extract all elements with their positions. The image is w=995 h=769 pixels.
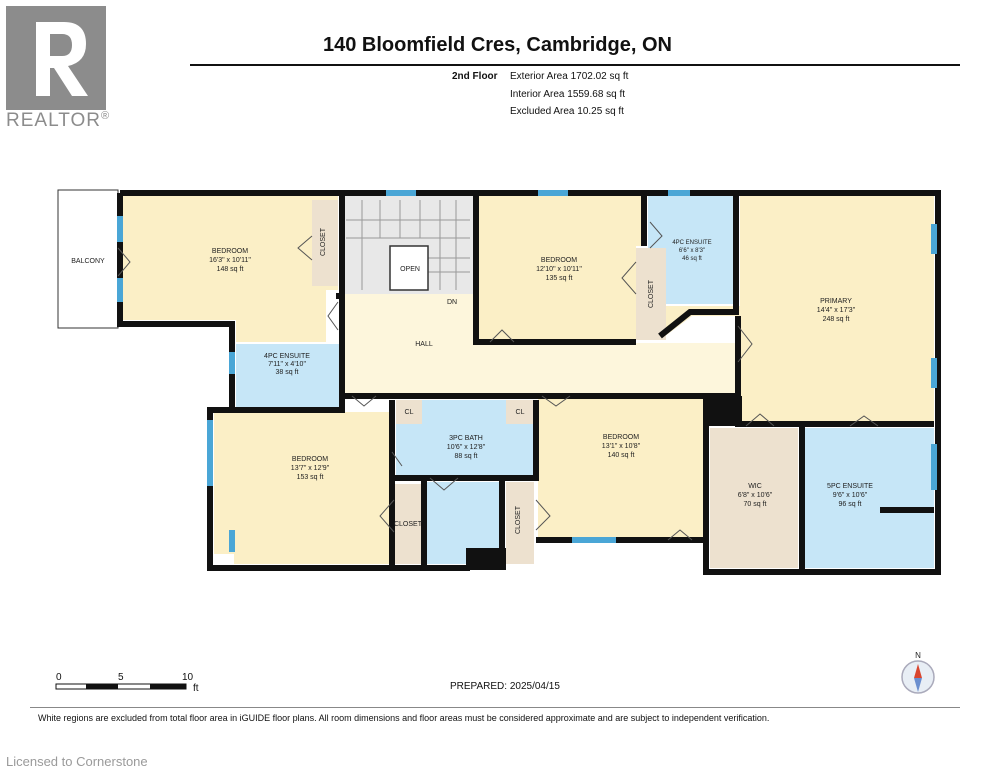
ensuite4b-dims: 7'11" x 4'10" [268, 361, 306, 368]
closet2-fill [636, 248, 666, 340]
exterior-area: Exterior Area 1702.02 sq ft [510, 71, 629, 82]
windows [117, 190, 937, 552]
bedroom3-dims: 13'7" x 12'9" [291, 465, 330, 472]
bedroom1-dims: 16'3" x 10'11" [209, 257, 251, 264]
bedroom4-name: BEDROOM [603, 434, 639, 441]
bedroom4-fill [538, 398, 706, 538]
bedroom1-area: 148 sq ft [217, 266, 244, 273]
ensuite5-name: 5PC ENSUITE [827, 483, 873, 490]
disclaimer-text: White regions are excluded from total fl… [38, 713, 770, 723]
ensuite4a-name: 4PC ENSUITE [672, 240, 711, 246]
excluded-area: Excluded Area 10.25 sq ft [510, 106, 624, 117]
bath3-dims: 10'6" x 12'8" [447, 444, 486, 451]
ensuite4b-name: 4PC ENSUITE [264, 353, 310, 360]
ensuite5-area: 96 sq ft [839, 501, 862, 508]
bedroom1-fill [122, 196, 338, 342]
interior-area: Interior Area 1559.68 sq ft [510, 89, 626, 100]
compass-icon [901, 660, 935, 694]
scale-labels: 0 5 10 ft [52, 672, 212, 694]
bedroom1-name: BEDROOM [212, 248, 248, 255]
cl2-fill [506, 400, 534, 424]
bedroom3-name: BEDROOM [292, 456, 328, 463]
bedroom2-area: 135 sq ft [546, 275, 573, 282]
door-swings [117, 221, 879, 541]
scale-bar [55, 683, 187, 690]
closet3-label: CLOSET [394, 521, 423, 528]
realtor-logo-icon [6, 6, 106, 110]
primary-name: PRIMARY [820, 298, 852, 305]
floor-label: 2nd Floor [452, 71, 498, 82]
closet4-fill [506, 482, 534, 564]
closet3-fill [394, 484, 422, 564]
open-label: OPEN [400, 266, 420, 273]
walls [117, 190, 941, 575]
bedroom4-dims: 13'1" x 10'8" [602, 443, 641, 450]
prepared-date: PREPARED: 2025/04/15 [450, 681, 560, 692]
primary-fill [660, 196, 934, 424]
cl1-fill [396, 400, 422, 424]
cl2-label: CL [516, 409, 525, 416]
stair-treads [346, 200, 470, 290]
ensuite4a-dims: 6'6" x 8'3" [679, 248, 705, 254]
primary-area: 248 sq ft [823, 316, 850, 323]
bedroom2-dims: 12'10" x 10'11" [536, 266, 582, 273]
open-box [389, 245, 429, 291]
bedroom3-area: 153 sq ft [297, 474, 324, 481]
wall-block [466, 548, 506, 570]
hall-label: HALL [415, 341, 433, 348]
bath3-name: 3PC BATH [449, 435, 483, 442]
bedroom2-fill [478, 196, 644, 340]
scale-5: 5 [118, 672, 124, 683]
ensuite5-fill [804, 428, 934, 568]
ensuite4a-area: 46 sq ft [682, 256, 702, 262]
scale-10: 10 [182, 672, 194, 683]
closet4-label: CLOSET [515, 505, 522, 534]
bedroom3-fill [214, 412, 392, 564]
ensuite4b-area: 38 sq ft [276, 369, 299, 376]
ensuite5-dims: 9'6" x 10'6" [833, 492, 868, 499]
wic-name: WIC [748, 483, 762, 490]
bedroom4-area: 140 sq ft [608, 452, 635, 459]
wic-dims: 6'8" x 10'6" [738, 492, 773, 499]
balcony-label: BALCONY [71, 258, 105, 265]
scale-0: 0 [56, 672, 62, 683]
license-watermark: Licensed to Cornerstone [6, 754, 148, 769]
primary-dims: 14'4" x 17'3" [817, 307, 856, 314]
closet2-label: CLOSET [648, 279, 655, 308]
wall-block-2 [706, 396, 742, 426]
bath3-area: 88 sq ft [455, 453, 478, 460]
ensuite4b-fill [236, 344, 342, 408]
dn-label: DN [447, 299, 457, 306]
closet1-fill [312, 200, 338, 286]
bottom-rule [30, 707, 960, 708]
compass-n: N [915, 651, 921, 660]
cl1-label: CL [405, 409, 414, 416]
closet1-label: CLOSET [320, 227, 327, 256]
wic-fill [710, 428, 798, 568]
plan-title: 140 Bloomfield Cres, Cambridge, ON [323, 34, 672, 56]
bedroom2-name: BEDROOM [541, 257, 577, 264]
scale-unit: ft [193, 683, 199, 694]
title-rule [190, 64, 960, 66]
realtor-wordmark: REALTOR® [6, 110, 111, 131]
wic-area: 70 sq ft [744, 501, 767, 508]
